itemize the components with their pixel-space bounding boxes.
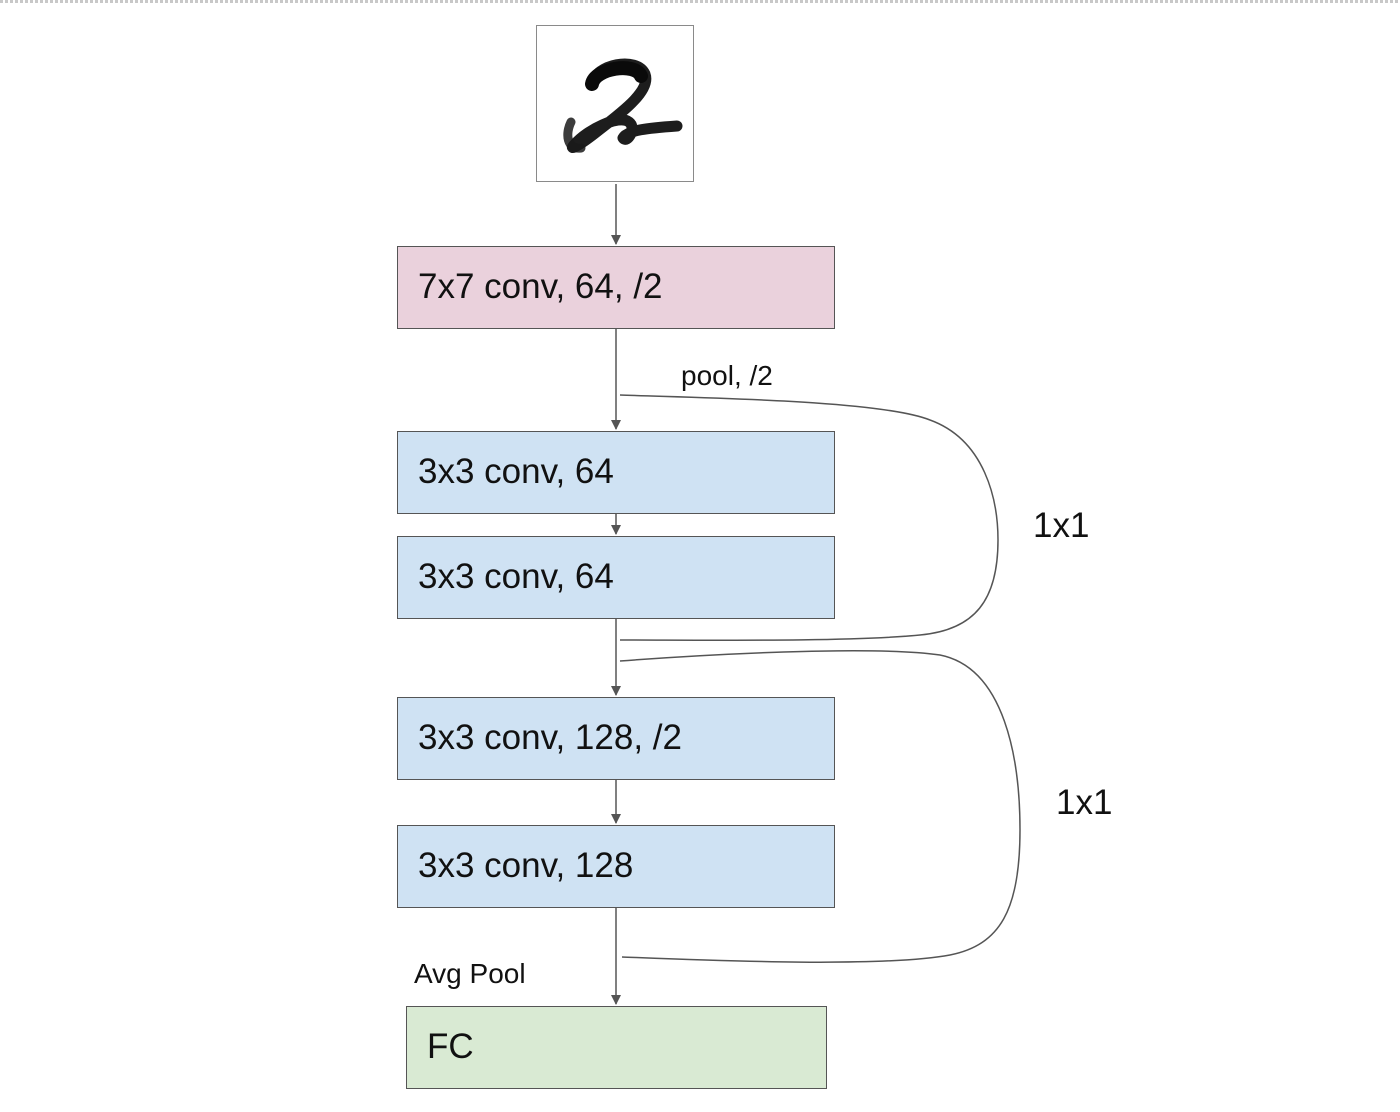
input-image	[536, 25, 694, 182]
layer-conv3x3-128-b: 3x3 conv, 128	[397, 825, 835, 908]
pool-label: pool, /2	[681, 360, 773, 391]
layer-conv3x3-64-b: 3x3 conv, 64	[397, 536, 835, 619]
skip-connection-1	[619, 394, 999, 642]
handwritten-digit-2-icon	[563, 58, 683, 153]
layer-conv3x3-64-a: 3x3 conv, 64	[397, 431, 835, 514]
top-dotted-rule	[0, 0, 1400, 3]
skip-connection-2	[619, 650, 1021, 963]
layer-conv3x3-128-a: 3x3 conv, 128, /2	[397, 697, 835, 780]
shortcut-1x1-label-1: 1x1	[1033, 506, 1090, 545]
layer-fc: FC	[406, 1006, 827, 1089]
layer-conv7x7: 7x7 conv, 64, /2	[397, 246, 835, 329]
avg-pool-label: Avg Pool	[414, 958, 526, 989]
shortcut-1x1-label-2: 1x1	[1056, 783, 1113, 822]
